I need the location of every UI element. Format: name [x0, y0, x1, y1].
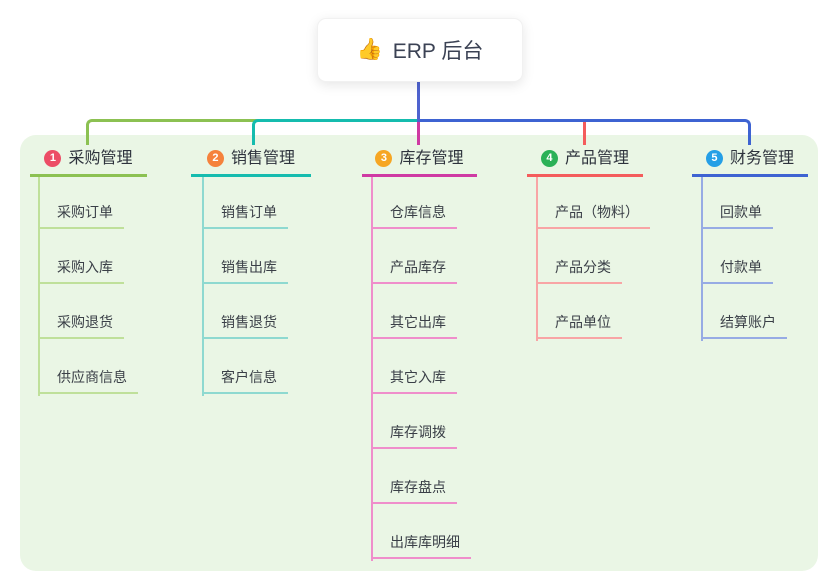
branch-number-badge: 1 [44, 150, 62, 167]
child-node[interactable]: 采购入库 [38, 259, 124, 284]
child-node[interactable]: 其它出库 [371, 314, 457, 339]
child-node[interactable]: 销售出库 [202, 259, 288, 284]
branch-label: 财务管理 [729, 150, 794, 167]
child-node[interactable]: 产品库存 [371, 259, 457, 284]
branch-title[interactable]: 3 库存管理 [362, 148, 477, 177]
thumbs-up-icon: 👍 [356, 38, 383, 61]
connector-branch-3 [417, 122, 420, 145]
branch-spine [701, 177, 703, 341]
root-label: ERP 后台 [392, 40, 484, 63]
connector-branch-4 [583, 122, 586, 145]
root-node[interactable]: 👍 ERP 后台 [317, 18, 523, 82]
branch-title[interactable]: 2 销售管理 [191, 148, 311, 177]
child-node[interactable]: 客户信息 [202, 369, 288, 394]
child-node[interactable]: 销售订单 [202, 204, 288, 229]
branch-title[interactable]: 1 采购管理 [30, 148, 147, 177]
child-node[interactable]: 回款单 [701, 204, 773, 229]
child-node[interactable]: 库存调拨 [371, 424, 457, 449]
child-node[interactable]: 销售退货 [202, 314, 288, 339]
child-node[interactable]: 出库库明细 [371, 534, 471, 559]
branch-number-badge: 4 [540, 150, 558, 167]
child-node[interactable]: 其它入库 [371, 369, 457, 394]
branch-spine [371, 177, 373, 561]
branch-label: 库存管理 [399, 150, 464, 167]
branch-label: 销售管理 [230, 150, 295, 167]
branch-label: 采购管理 [68, 150, 133, 167]
child-node[interactable]: 采购退货 [38, 314, 124, 339]
child-node[interactable]: 采购订单 [38, 204, 124, 229]
child-node[interactable]: 付款单 [701, 259, 773, 284]
branch-number-badge: 3 [375, 150, 393, 167]
child-node[interactable]: 结算账户 [701, 314, 787, 339]
child-node[interactable]: 仓库信息 [371, 204, 457, 229]
branch-number-badge: 2 [206, 150, 224, 167]
child-node[interactable]: 产品（物料） [536, 204, 650, 229]
branch-spine [38, 177, 40, 396]
connector-branch-5 [419, 119, 751, 145]
branch-number-badge: 5 [705, 150, 723, 167]
mindmap-panel [20, 135, 818, 571]
branch-spine [536, 177, 538, 341]
branch-label: 产品管理 [564, 150, 629, 167]
branch-title[interactable]: 5 财务管理 [692, 148, 808, 177]
connector-branch-2 [252, 119, 419, 145]
child-node[interactable]: 供应商信息 [38, 369, 138, 394]
child-node[interactable]: 产品分类 [536, 259, 622, 284]
child-node[interactable]: 库存盘点 [371, 479, 457, 504]
branch-title[interactable]: 4 产品管理 [527, 148, 643, 177]
child-node[interactable]: 产品单位 [536, 314, 622, 339]
branch-spine [202, 177, 204, 396]
connector-root [417, 82, 420, 122]
